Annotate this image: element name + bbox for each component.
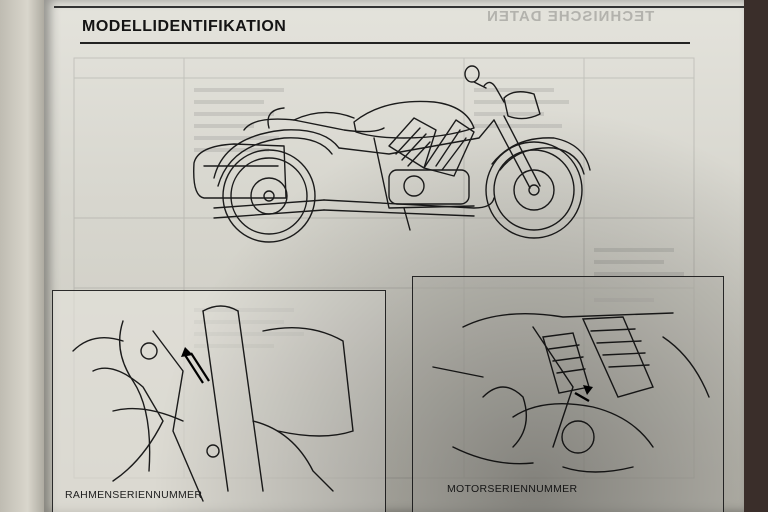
- engine-detail-drawing: [432, 312, 710, 473]
- frame-number-figure: RAHMENSERIENNUMMER: [52, 290, 386, 512]
- facing-page-edge: [0, 0, 46, 512]
- show-through-heading: TECHNISCHE DATEN: [485, 8, 654, 25]
- header-rule: [54, 2, 744, 8]
- engine-number-figure: MOTORSERIENNUMMER: [412, 276, 724, 512]
- engine-number-caption: MOTORSERIENNUMMER: [447, 483, 578, 495]
- arrow-icon: [181, 347, 193, 357]
- page-title: MODELLIDENTIFIKATION: [82, 18, 287, 35]
- frame-number-caption: RAHMENSERIENNUMMER: [65, 489, 203, 501]
- frame-detail-drawing: [72, 305, 354, 502]
- motorcycle-illustration: [193, 65, 591, 243]
- arrow-icon: [583, 385, 593, 395]
- title-underline: [80, 42, 690, 44]
- manual-page: TECHNISCHE DATEN MODELLIDENTIFIKATION: [44, 0, 744, 512]
